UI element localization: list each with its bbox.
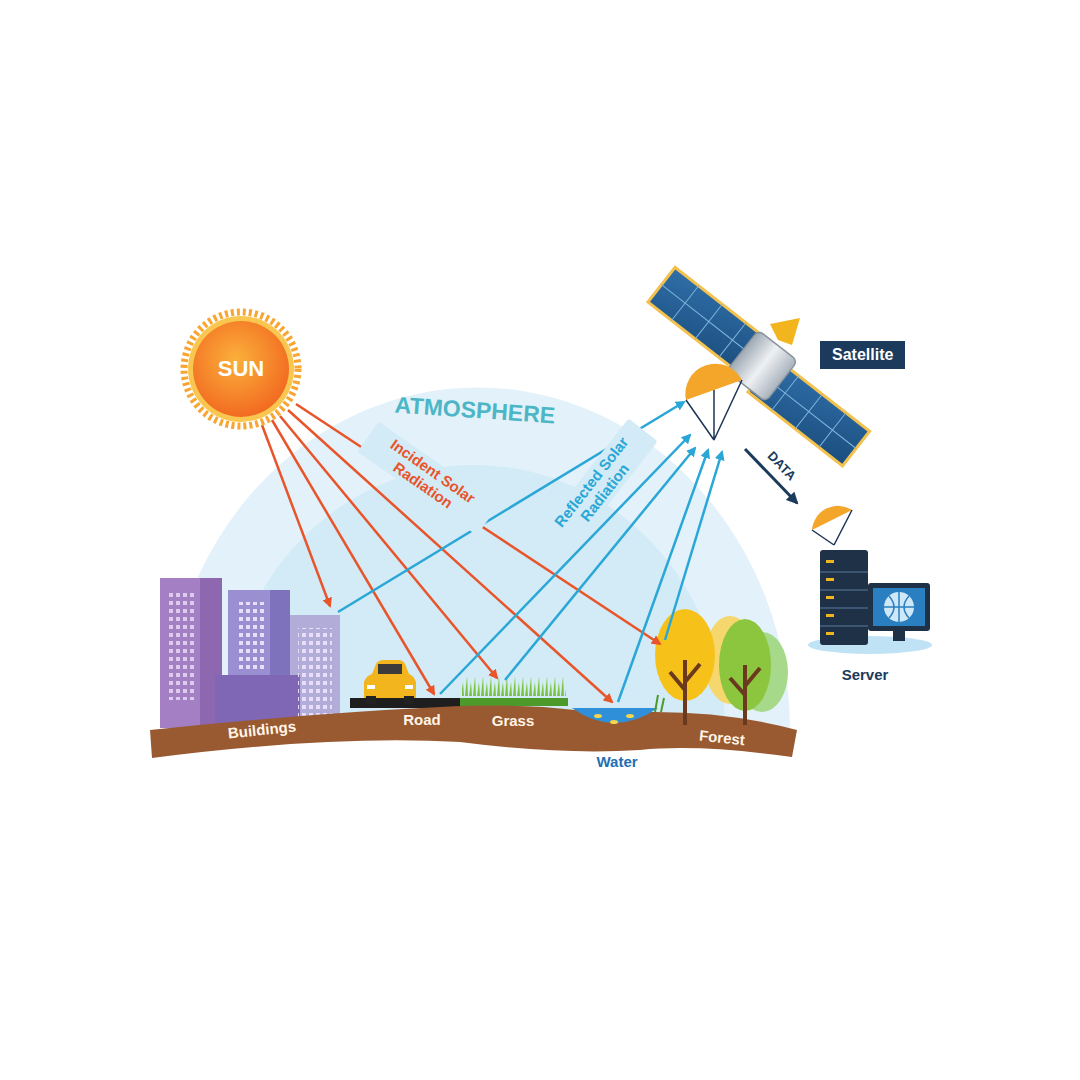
- atmosphere-dome: [165, 387, 790, 730]
- server-label: Server: [785, 666, 945, 683]
- reflected-label: Reflected Solar Radiation: [539, 418, 658, 556]
- car: [364, 660, 416, 704]
- satellite-node: Satellite: [650, 275, 915, 447]
- edge-label: DATA: [764, 449, 798, 484]
- forest: [655, 609, 788, 725]
- ground: [150, 706, 797, 758]
- ground-label: Road: [382, 711, 462, 728]
- ground-label: Buildings: [206, 716, 317, 745]
- reflected-rays: [338, 402, 722, 702]
- atmosphere-label: ATMOSPHERE: [364, 389, 585, 431]
- grass-strip: [460, 698, 568, 706]
- satellite-tag: Satellite: [820, 341, 905, 369]
- grass-blades: [462, 675, 566, 699]
- buildings: [160, 578, 340, 730]
- incident-label: Incident Solar Radiation: [358, 421, 499, 535]
- ground-label: Forest: [681, 725, 762, 751]
- server: [808, 506, 932, 654]
- server-node: Server: [785, 505, 945, 683]
- sun-circle: SUN: [180, 308, 302, 430]
- water: [572, 708, 658, 723]
- ground-label: Grass: [473, 712, 553, 729]
- incident-rays: [262, 404, 660, 702]
- ground-label: Water: [577, 753, 657, 770]
- sun-label: SUN: [218, 356, 264, 382]
